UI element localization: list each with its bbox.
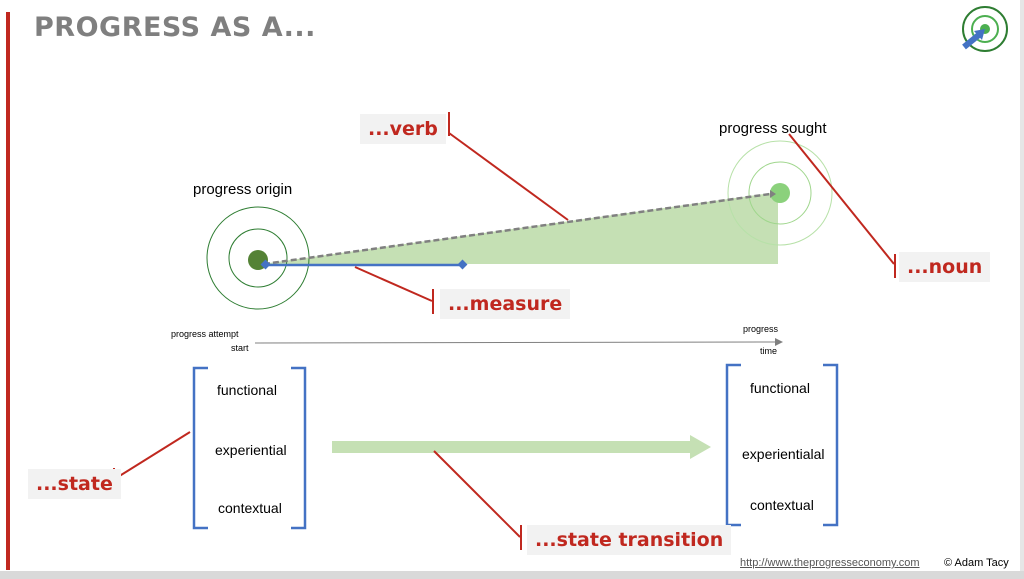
origin-target (206, 206, 310, 310)
footer-url-link[interactable]: http://www.theprogresseconomy.com (740, 557, 920, 569)
bottom-edge (0, 571, 1024, 579)
state-transition-arrow (332, 435, 711, 459)
state-from-item: contextual (218, 500, 282, 516)
time-axis (254, 341, 776, 344)
state-to-item: contextual (750, 497, 814, 513)
right-edge (1020, 0, 1024, 579)
state-from-item: experiential (215, 442, 287, 458)
footer-copyright: © Adam Tacy (944, 557, 1009, 569)
state-to-item: functional (750, 380, 810, 396)
attempt-start-label-line2: start (231, 343, 249, 353)
progress-path-dashed (263, 192, 771, 266)
measure-tag: ...measure (440, 289, 571, 319)
slide-title: PROGRESS AS A... (34, 12, 316, 43)
axis-end-label-line1: progress (743, 324, 779, 334)
verb-tag: ...verb (360, 114, 446, 144)
state-to-item: experientialal (742, 446, 825, 462)
bracket-right-to (823, 363, 839, 527)
bracket-right-from (291, 366, 307, 530)
noun-tag: ...noun (899, 252, 991, 282)
sought-label: progress sought (719, 120, 827, 137)
sought-target (727, 140, 833, 246)
state-tag: ...state (28, 469, 121, 499)
state-transition-tag: ...state transition (527, 525, 732, 555)
axis-end-label-line2: time (760, 346, 778, 356)
attempt-start-label-line1: progress attempt (171, 329, 239, 339)
bracket-left-to (725, 363, 741, 527)
target-with-arrow-icon (962, 6, 1008, 52)
state-from-item: functional (217, 382, 277, 398)
left-accent-rule (6, 12, 10, 570)
origin-label: progress origin (193, 181, 293, 198)
bracket-left-from (192, 366, 208, 530)
